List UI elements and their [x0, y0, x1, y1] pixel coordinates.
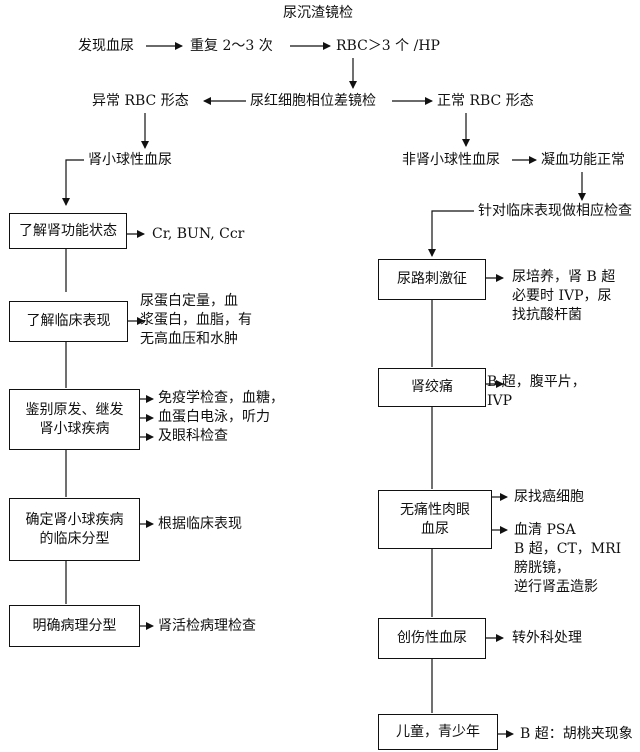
box-urinary-irritation: 尿路刺激征 [378, 259, 486, 300]
box-label: 确定肾小球疾病 的临床分型 [25, 511, 124, 547]
box-label: 儿童，青少年 [396, 723, 480, 740]
arrow-check-to-right-column [428, 210, 474, 257]
note-urinary-irritation: 尿培养，肾 B 超 必要时 IVP，尿 找抗酸杆菌 [512, 269, 616, 323]
rbc-count-label: RBC＞3 个 /HP [336, 38, 440, 54]
note-renal-function: Cr, BUN, Ccr [152, 226, 245, 242]
box-label: 鉴别原发、继发 肾小球疾病 [25, 401, 124, 437]
found-hematuria-label: 发现血尿 [78, 38, 134, 54]
coagulation-normal-label: 凝血功能正常 [541, 152, 625, 168]
box-primary-secondary: 鉴别原发、继发 肾小球疾病 [9, 389, 140, 450]
note-clinical-manifestation: 尿蛋白定量，血 浆蛋白，血脂，有 无高血压和水肿 [140, 293, 252, 347]
box-label: 尿路刺激征 [397, 271, 467, 287]
note-renal-colic: B 超，腹平片， IVP [487, 374, 586, 409]
normal-rbc-label: 正常 RBC 形态 [437, 93, 534, 109]
box-pathology-type: 明确病理分型 [9, 605, 140, 647]
box-children-adolescents: 儿童，青少年 [378, 714, 498, 750]
note-nutcracker: B 超：胡桃夹现象 [520, 726, 633, 742]
note-primary-secondary: 免疫学检查，血糖， 血蛋白电泳，听力 及眼科检查 [158, 390, 284, 444]
box-painless-gross-hematuria: 无痛性肉眼 血尿 [378, 490, 492, 549]
note-imaging: 血清 PSA B 超，CT，MRI 膀胱镜， 逆行肾盂造影 [514, 522, 622, 595]
box-clinical-type: 确定肾小球疾病 的临床分型 [9, 498, 140, 561]
nonglomerular-hematuria-label: 非肾小球性血尿 [402, 152, 500, 168]
diagram-title: 尿沉渣镜检 [283, 5, 353, 21]
box-clinical-manifestation: 了解临床表现 [9, 301, 128, 342]
box-renal-function: 了解肾功能状态 [9, 213, 127, 249]
box-label: 了解肾功能状态 [19, 222, 117, 239]
note-pathology-type: 肾活检病理检查 [158, 618, 256, 634]
glomerular-hematuria-label: 肾小球性血尿 [88, 152, 172, 168]
phase-contrast-label: 尿红细胞相位差镜检 [250, 93, 376, 109]
box-label: 肾绞痛 [411, 379, 453, 395]
box-renal-colic: 肾绞痛 [378, 368, 486, 407]
note-cancer-cells: 尿找癌细胞 [514, 489, 584, 505]
clinical-check-label: 针对临床表现做相应检查 [478, 203, 632, 219]
box-label: 创伤性血尿 [397, 630, 467, 646]
box-label: 无痛性肉眼 血尿 [400, 501, 470, 537]
box-traumatic-hematuria: 创伤性血尿 [378, 618, 486, 659]
repeat-test-label: 重复 2～3 次 [190, 38, 273, 54]
note-clinical-type: 根据临床表现 [158, 516, 242, 532]
note-surgery: 转外科处理 [512, 630, 582, 646]
abnormal-rbc-label: 异常 RBC 形态 [92, 93, 189, 109]
box-label: 了解临床表现 [26, 313, 111, 329]
box-label: 明确病理分型 [32, 617, 117, 634]
arrow-glomerular-to-box1 [62, 159, 84, 206]
